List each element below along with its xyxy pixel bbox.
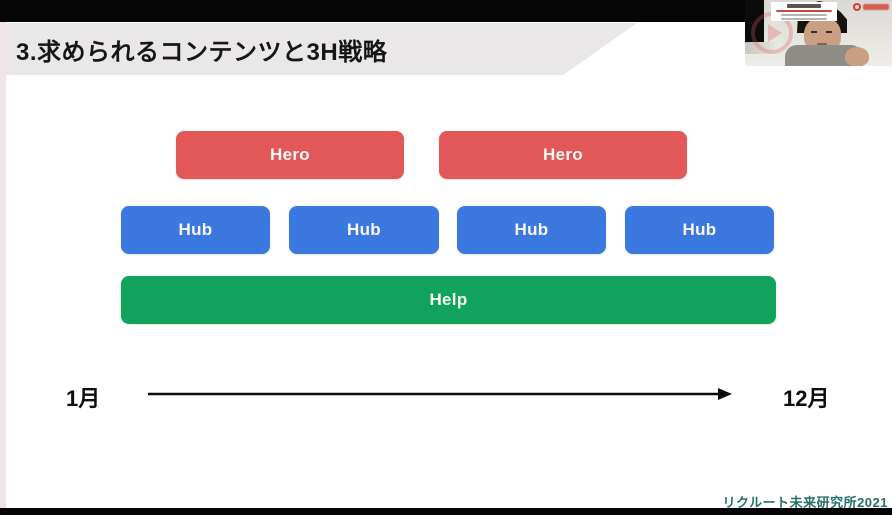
- webcam-overlay: [745, 0, 892, 66]
- left-edge-strip: [0, 22, 6, 508]
- timeline-start-label: 1月: [66, 386, 101, 411]
- hub-box-3: Hub: [457, 206, 606, 254]
- hero-box-2: Hero: [439, 131, 687, 179]
- hub-box-label: Hub: [682, 220, 717, 239]
- speaker-name-card: [771, 2, 837, 21]
- name-card-name-line: [787, 4, 821, 8]
- timeline-end-label: 12月: [783, 386, 830, 411]
- slide-title-bar: 3.求められるコンテンツと3H戦略: [6, 23, 637, 75]
- hub-box-2: Hub: [289, 206, 439, 254]
- name-card-divider: [776, 10, 832, 12]
- hero-box-1: Hero: [176, 131, 404, 179]
- footer-credit: リクルート未来研究所2021: [722, 495, 888, 510]
- help-box: Help: [121, 276, 776, 324]
- bottom-letterbox-bar: [0, 508, 892, 515]
- top-letterbox-bar: [0, 0, 892, 22]
- speaker-shoulders: [785, 45, 863, 66]
- slide-title: 3.求められるコンテンツと3H戦略: [16, 38, 388, 66]
- timeline-arrow-icon: [148, 388, 732, 400]
- brand-logo-mark: [853, 3, 861, 11]
- hub-box-label: Hub: [178, 220, 213, 239]
- help-box-label: Help: [429, 290, 468, 309]
- red-brand-logo-icon: [853, 3, 889, 11]
- hero-box-label: Hero: [270, 145, 310, 164]
- speaker-hand: [845, 47, 869, 66]
- hero-box-label: Hero: [543, 145, 583, 164]
- brand-logo-wordmark: [863, 4, 889, 10]
- hub-box-label: Hub: [514, 220, 549, 239]
- hub-box-4: Hub: [625, 206, 774, 254]
- hub-box-label: Hub: [347, 220, 381, 239]
- hub-box-1: Hub: [121, 206, 270, 254]
- speaker-eye: [826, 31, 832, 33]
- name-card-subtitle-line: [781, 14, 827, 16]
- speaker-mouth: [817, 43, 827, 46]
- speaker-eye: [811, 31, 817, 33]
- name-card-subtitle-line: [781, 18, 827, 20]
